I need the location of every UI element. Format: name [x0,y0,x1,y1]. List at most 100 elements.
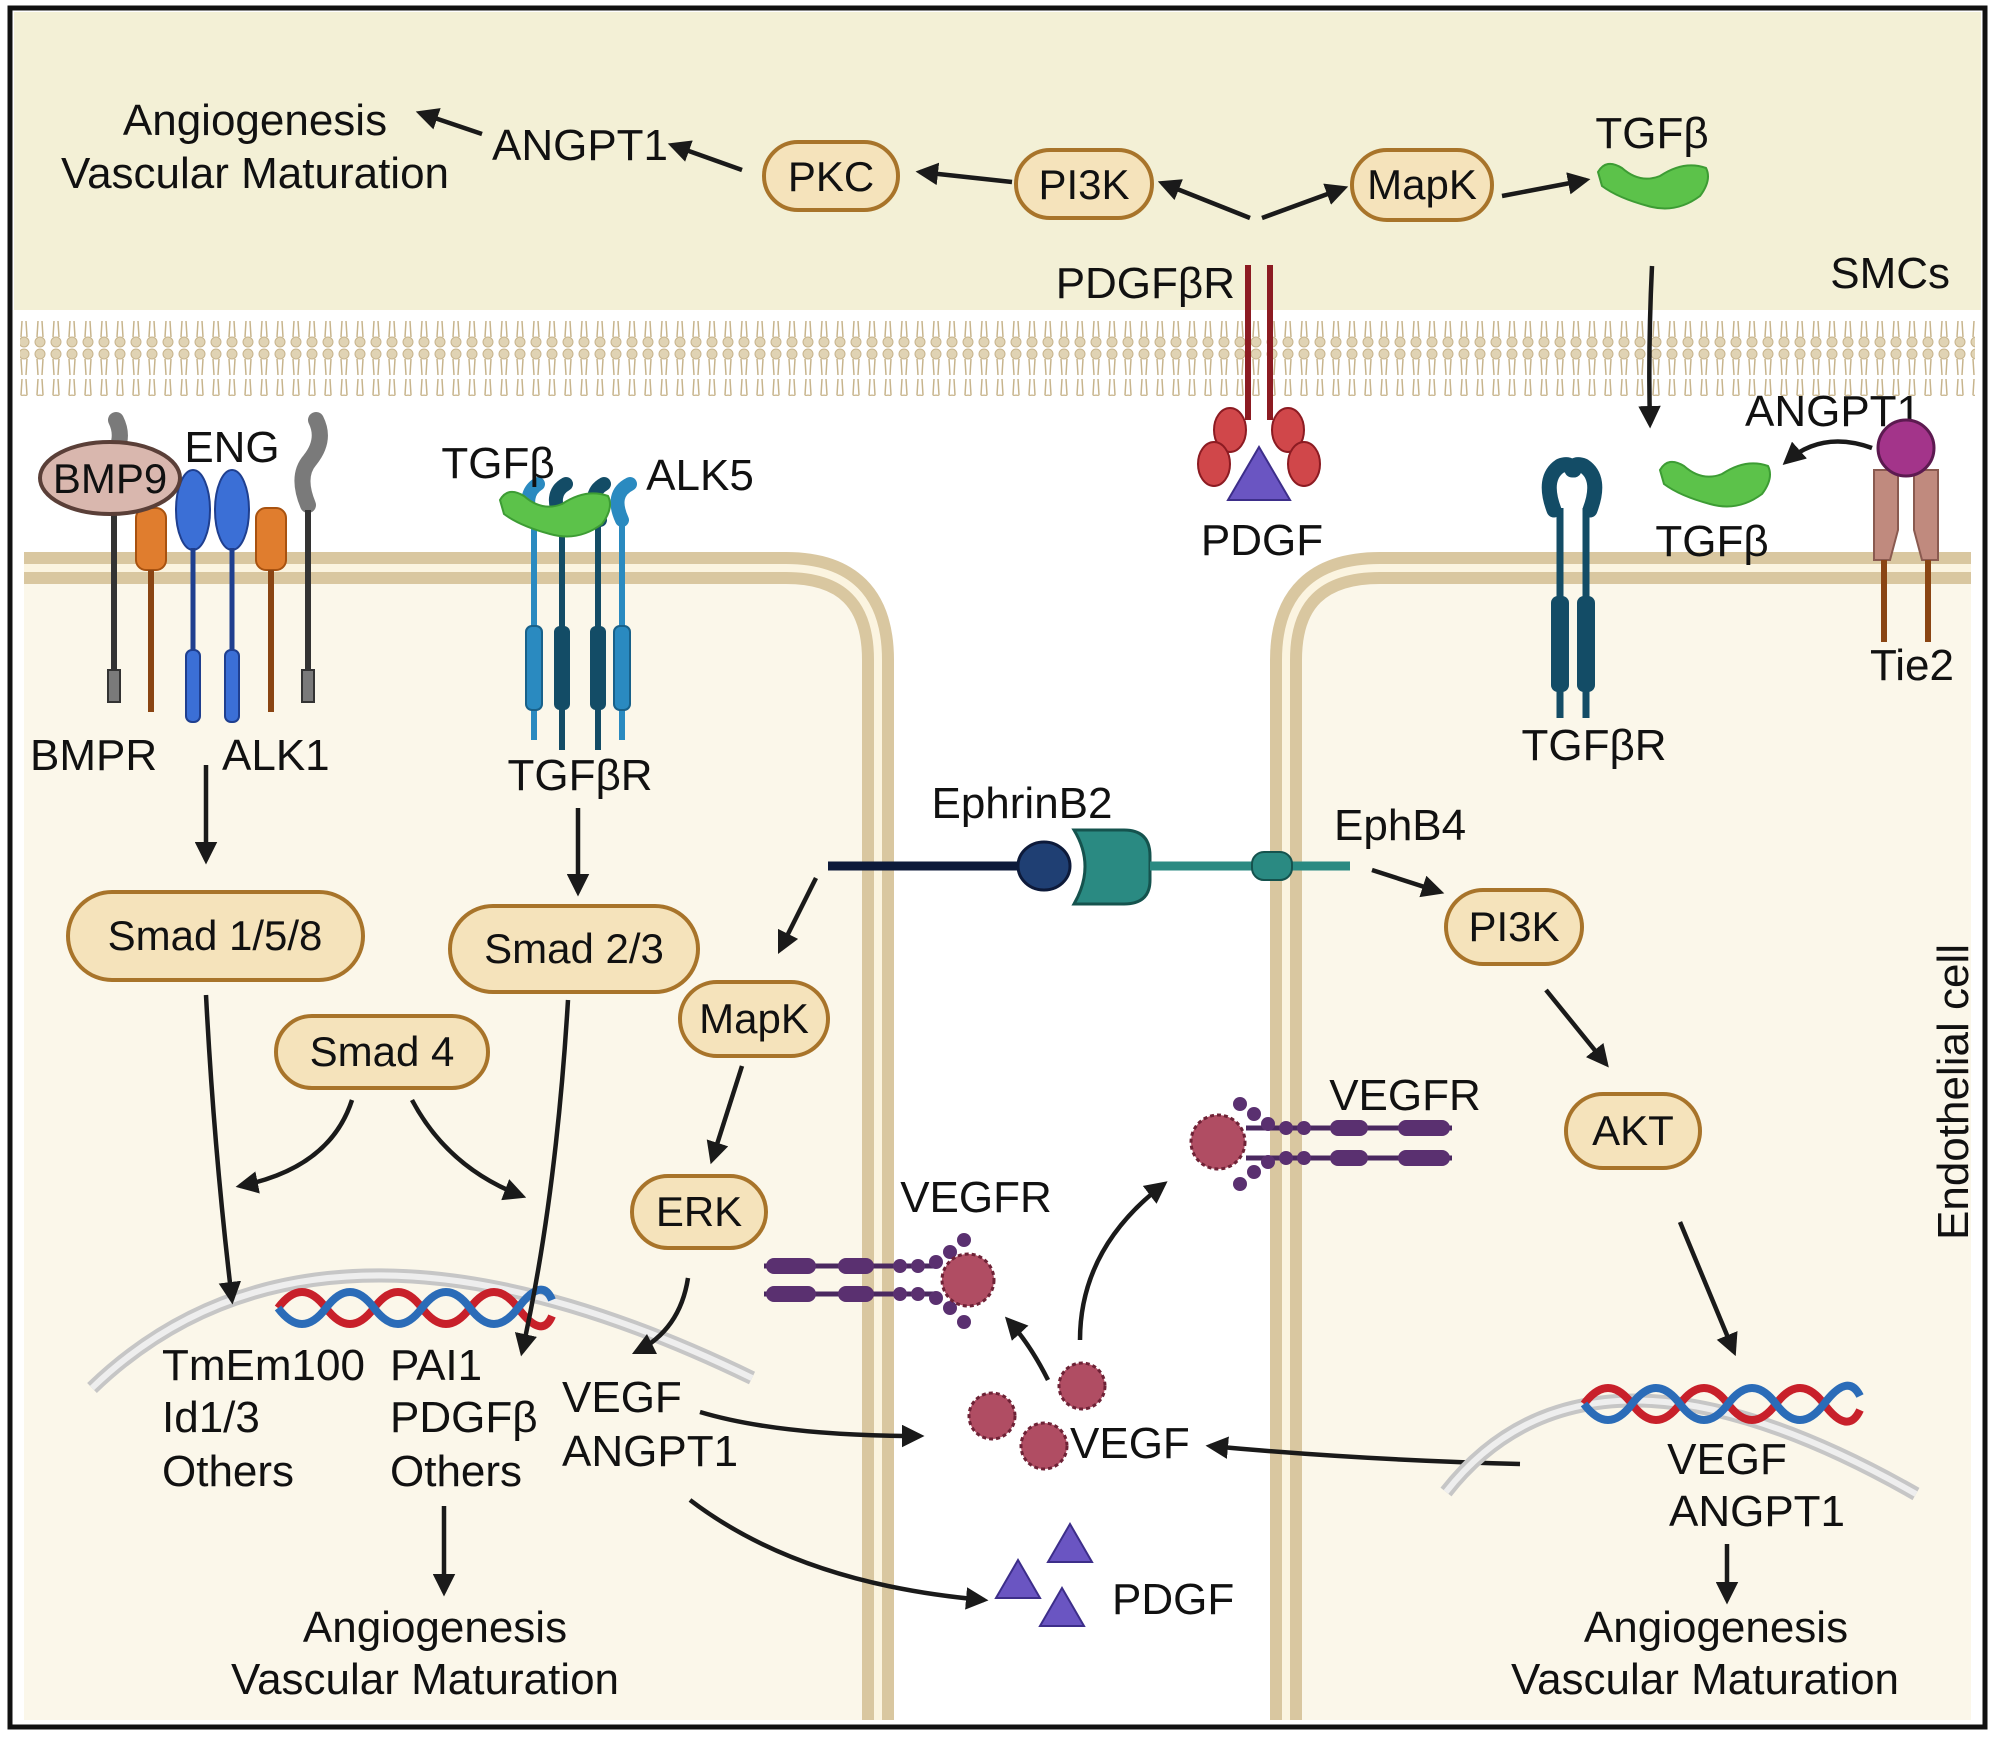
svg-text:AKT: AKT [1592,1107,1674,1154]
bmp9-ligand: BMP9 [38,440,182,516]
lipid-bilayer [20,320,1975,396]
right-tgfb-icon [1658,460,1771,508]
svg-text:MapK: MapK [699,995,809,1042]
arrow-smad23-to-genes2 [514,999,571,1357]
vegfr-right-label: VEGFR [1329,1071,1481,1120]
pdgfbr-label: PDGFβR [1056,259,1235,308]
arrow-ephrin-to-mapk [777,876,819,955]
left-tgfb-icon [498,490,611,538]
ephrinb2-label: EphrinB2 [931,779,1112,828]
left-outcome-maturation: Vascular Maturation [231,1655,619,1704]
akt-node: AKT [1564,1092,1702,1170]
arrow-erk-to-genes3 [631,1277,691,1355]
left-dna-icon [274,1285,556,1331]
svg-text:Smad 2/3: Smad 2/3 [484,925,664,972]
arrow-pi3k-to-akt [1544,988,1609,1068]
arrow-mapk-to-erk [706,1065,745,1165]
ephb4-label: EphB4 [1334,801,1466,850]
svg-text:ANGPT1: ANGPT1 [562,1427,738,1476]
svg-text:Smad 4: Smad 4 [310,1028,455,1075]
tie2-label: Tie2 [1870,641,1954,690]
alk5-label: ALK5 [646,451,754,500]
gene-list-3: VEGF ANGPT1 [562,1373,738,1476]
smc-label: SMCs [1830,249,1950,298]
svg-text:VEGF: VEGF [1667,1435,1787,1484]
arrow-receptor-to-mapk [1261,183,1349,221]
left-mapk-node: MapK [678,980,830,1058]
right-dna-icon [1580,1381,1864,1426]
vegfr-right-receptor [1233,1097,1452,1191]
arrow-pi3k-to-pkc [915,162,1013,186]
smc-outcome-maturation: Vascular Maturation [61,149,449,198]
pdgf-ligand-label: PDGF [1201,516,1323,565]
svg-text:Id1/3: Id1/3 [162,1393,260,1442]
pdgf-label: PDGF [1112,1575,1234,1624]
vegf-bound-right [1189,1113,1247,1171]
svg-text:BMP9: BMP9 [53,455,167,502]
ephrinb2-ephb4-complex [828,828,1350,906]
bmpr-label: BMPR [30,731,157,780]
svg-text:PDGFβ: PDGFβ [390,1393,538,1442]
svg-text:TmEm100: TmEm100 [162,1341,365,1390]
right-tgfbr-receptor [1541,457,1603,718]
bmpr-alk1-eng-complex [94,412,328,723]
gene-list-2: PAI1 PDGFβ Others [390,1341,538,1496]
arrow-mapk-to-tgfb [1501,172,1591,199]
left-endothelial-cell [24,552,894,1720]
svg-text:ANGPT1: ANGPT1 [1669,1487,1845,1536]
svg-text:PI3K: PI3K [1038,161,1129,208]
arrow-ephb4-to-pi3k [1371,867,1445,898]
smad23-node: Smad 2/3 [448,904,700,994]
svg-text:MapK: MapK [1367,161,1477,208]
arrow-vegf-to-vegfr-left [1004,1316,1051,1382]
left-outcome-angiogenesis: Angiogenesis [303,1603,567,1652]
right-outcome-maturation: Vascular Maturation [1511,1655,1899,1704]
vegf-cluster [967,1361,1107,1471]
smc-tgfb-icon [1596,162,1709,210]
smad4-node: Smad 4 [274,1014,490,1090]
smad158-node: Smad 1/5/8 [66,890,365,982]
pdgfbr-receptor [1197,265,1321,487]
svg-text:Smad 1/5/8: Smad 1/5/8 [108,912,323,959]
arrow-smad158-to-genes1 [203,994,242,1305]
arrow-genes3-to-vegf [699,1409,925,1448]
pdgf-ligand-icon [1226,445,1292,501]
smc-outcome-angiogenesis: Angiogenesis [123,96,387,145]
tie2-receptor [1873,469,1939,642]
arrow-smad4-to-right [410,1098,527,1201]
smc-mapk-node: MapK [1350,148,1494,222]
svg-text:VEGF: VEGF [562,1373,682,1422]
svg-text:PAI1: PAI1 [390,1341,482,1390]
left-tgfb-label: TGFβ [441,439,554,488]
smc-pkc-node: PKC [762,140,900,212]
smc-tgfb-label: TGFβ [1595,109,1708,158]
svg-text:Others: Others [390,1447,522,1496]
vegfr-left-receptor [764,1233,971,1329]
left-tgfbr-label: TGFβR [507,751,652,800]
alk1-label: ALK1 [222,731,330,780]
vegfr-left-label: VEGFR [900,1173,1052,1222]
smc-region [14,12,1981,310]
arrow-smc-tgfb-to-ec-tgfb [1638,265,1661,429]
arrow-akt-to-dna [1677,1221,1738,1357]
arrow-angpt1-to-tgfb [1782,439,1873,465]
right-tgfb-label: TGFβ [1655,517,1768,566]
svg-text:PI3K: PI3K [1468,903,1559,950]
svg-text:Others: Others [162,1447,294,1496]
vegf-label: VEGF [1070,1419,1190,1468]
arrow-pkc-to-angpt1 [667,140,743,173]
svg-text:PKC: PKC [788,153,874,200]
vegf-bound-left [940,1252,996,1308]
arrow-vegf-to-vegfr-right [1077,1181,1168,1341]
angpt1-ligand-icon [1876,418,1936,478]
arrow-smad4-to-left [235,1099,355,1194]
right-tgfbr-label: TGFβR [1521,721,1666,770]
erk-node: ERK [630,1174,768,1250]
arrow-receptor-to-pi3k [1157,179,1251,221]
gene-list-1: TmEm100 Id1/3 Others [162,1341,365,1496]
arrow-genes3-to-pdgf [688,1498,989,1610]
right-pi3k-node: PI3K [1444,888,1584,966]
endothelial-cell-label: Endothelial cell [1929,944,1978,1240]
